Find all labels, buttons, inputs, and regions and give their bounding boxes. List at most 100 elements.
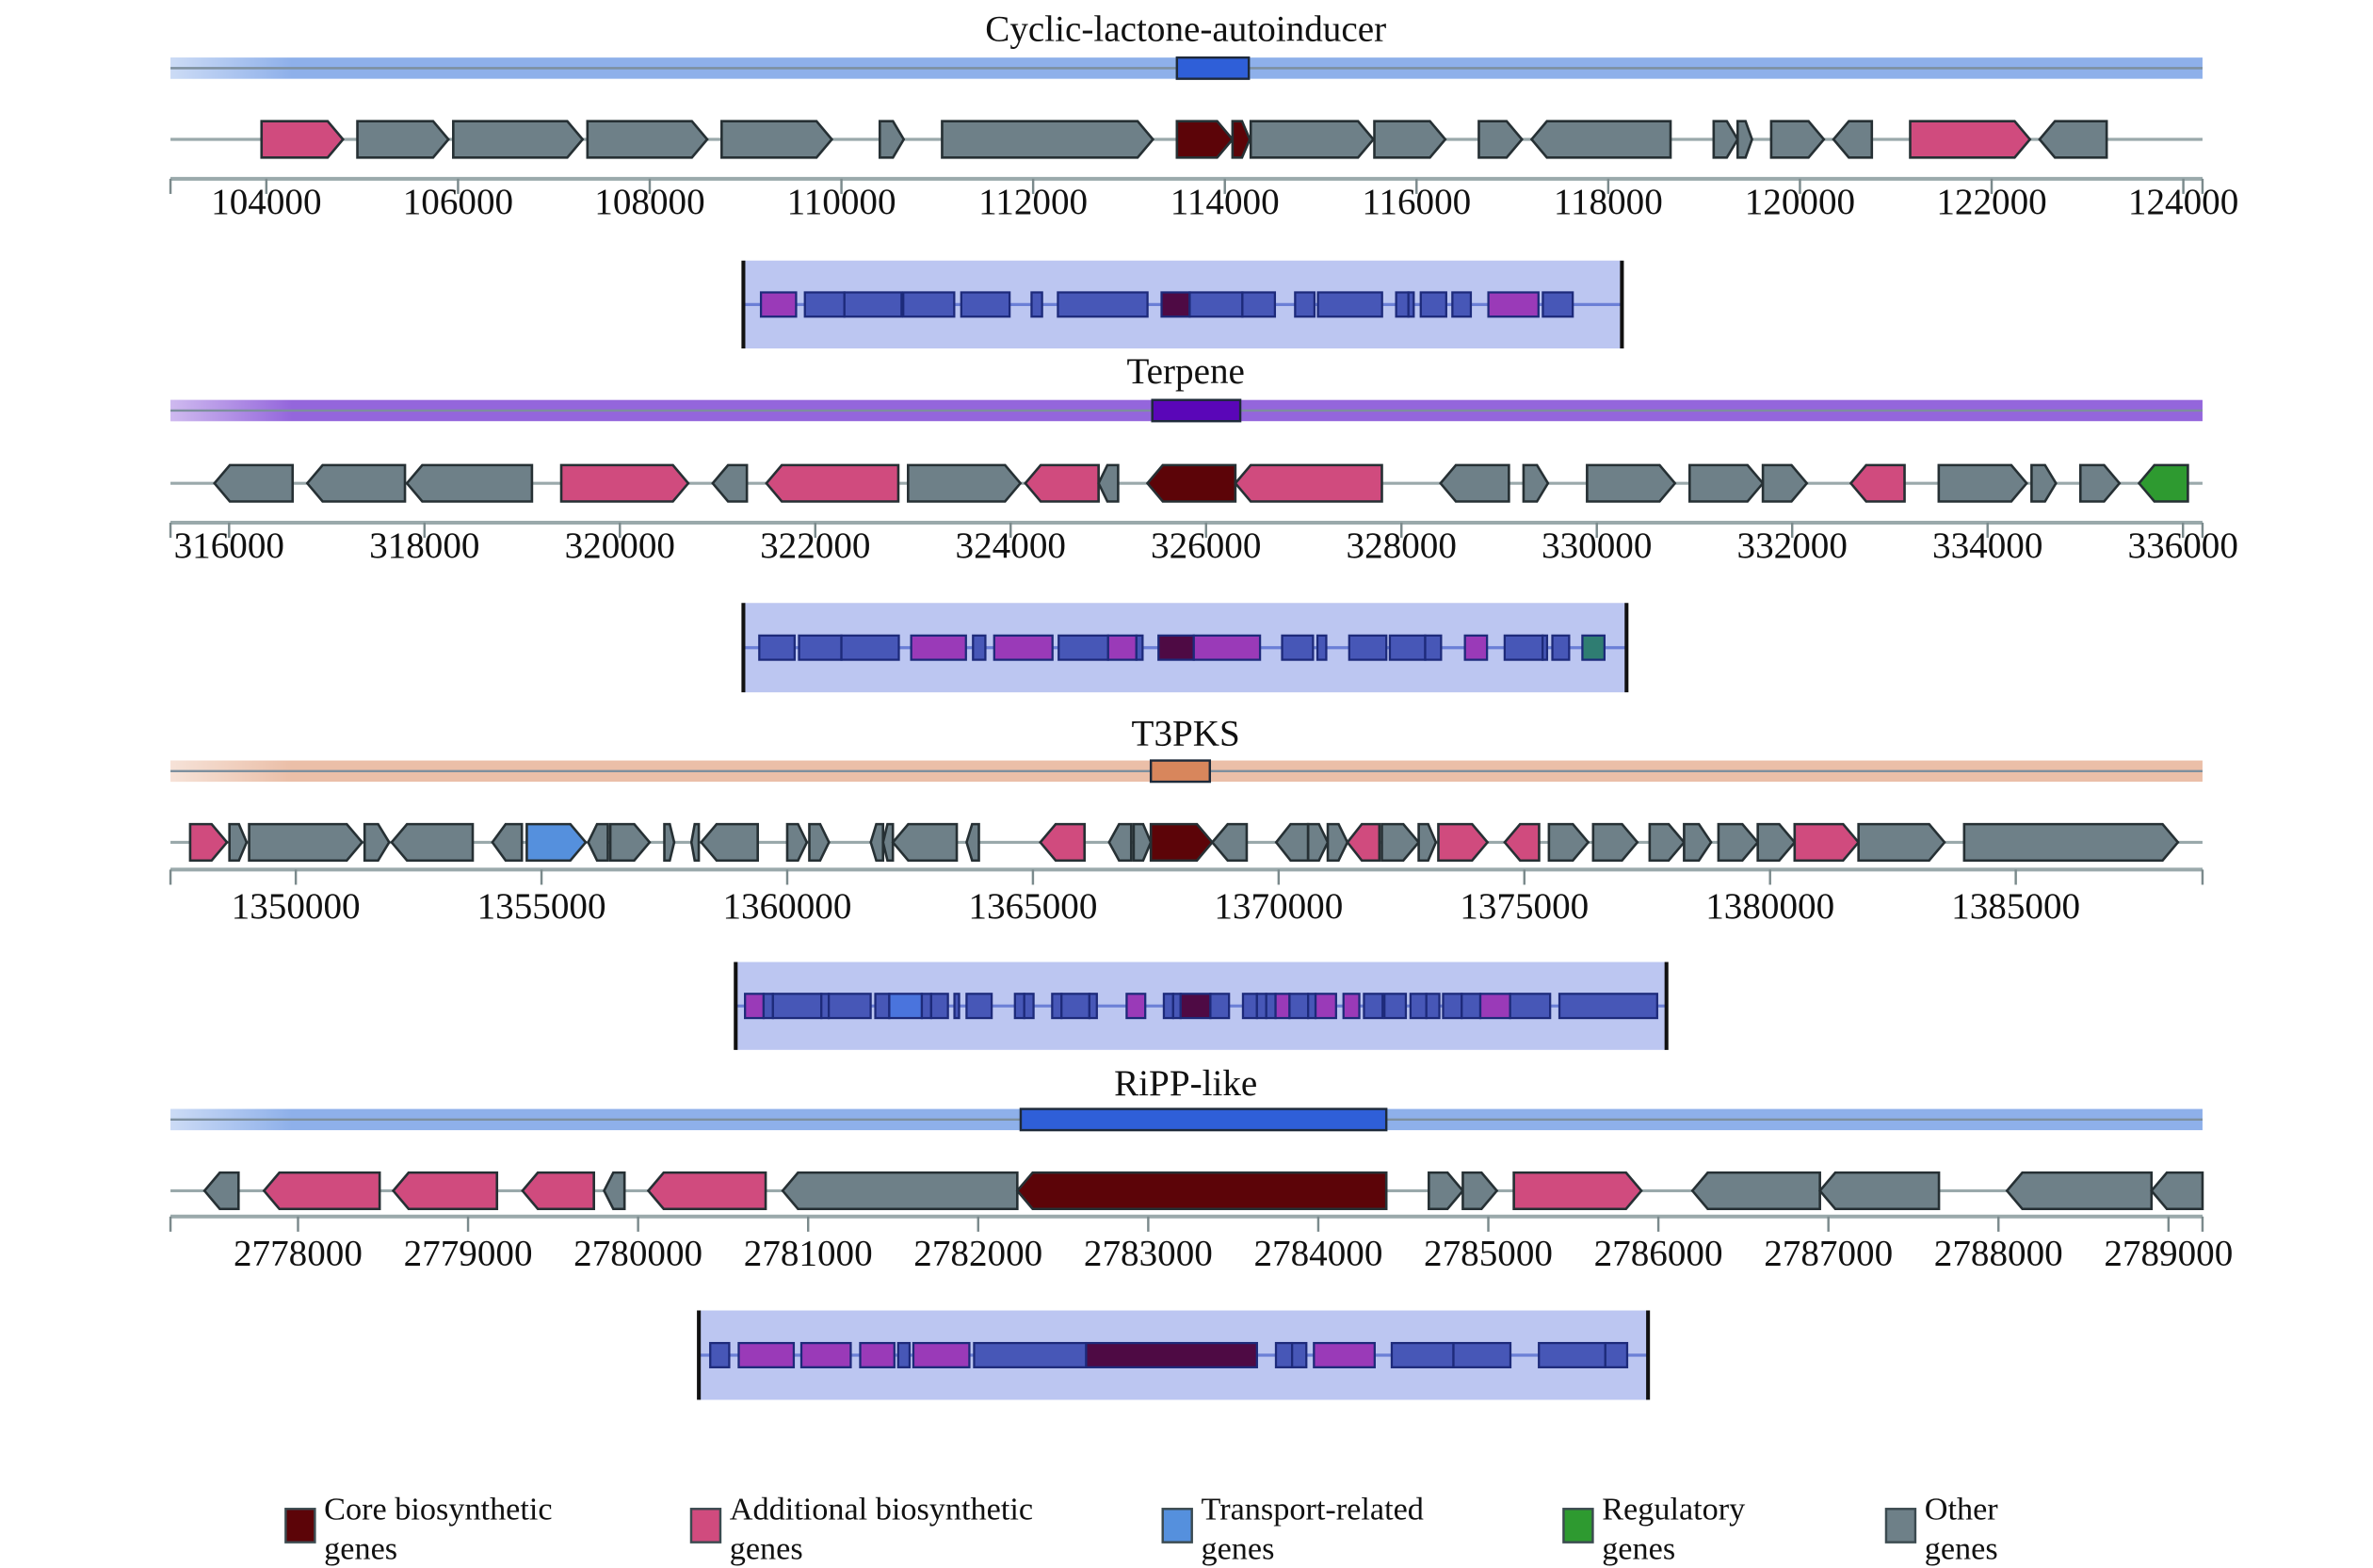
gene-arrow-other bbox=[405, 463, 534, 503]
legend-swatch-transport bbox=[1161, 1508, 1193, 1544]
minimap-gene-other bbox=[1188, 291, 1244, 318]
axis-tick-label: 122000 bbox=[1936, 182, 2046, 222]
gene-arrow-other bbox=[1477, 120, 1524, 159]
axis-tick-label: 2786000 bbox=[1594, 1233, 1723, 1273]
gene-arrow-core bbox=[1175, 120, 1235, 159]
gene-arrow-other bbox=[305, 463, 407, 503]
axis-tick-label: 104000 bbox=[211, 182, 321, 222]
axis-tick-label: 120000 bbox=[1745, 182, 1855, 222]
minimap-gene-other bbox=[709, 1341, 731, 1368]
gene-arrow-other bbox=[1962, 822, 2180, 863]
gene-arrow-other bbox=[1380, 822, 1421, 863]
minimap-gene-additional bbox=[910, 634, 967, 661]
legend-label-line2: genes bbox=[730, 1532, 803, 1567]
axis-tick-label: 1375000 bbox=[1460, 886, 1589, 927]
axis-tick-label: 320000 bbox=[565, 525, 675, 566]
axis-tick-label: 106000 bbox=[403, 182, 513, 222]
axis-tick-label: 336000 bbox=[2128, 525, 2238, 566]
gene-arrow-other bbox=[1756, 822, 1797, 863]
legend-label-line2: genes bbox=[1925, 1532, 1998, 1567]
minimap-gene-other bbox=[1509, 993, 1552, 1020]
minimap-gene-other bbox=[1051, 993, 1063, 1020]
gene-arrow-additional bbox=[765, 463, 900, 503]
minimap-gene-additional bbox=[1478, 993, 1511, 1020]
cluster-region-highlight bbox=[1175, 56, 1251, 80]
gene-arrow-other bbox=[1712, 120, 1739, 159]
minimap-gene-other bbox=[840, 634, 900, 661]
minimap-gene-other bbox=[1383, 993, 1408, 1020]
minimap-gene-other bbox=[1241, 291, 1277, 318]
axis-tick-label: 330000 bbox=[1542, 525, 1652, 566]
gene-arrow-other bbox=[2005, 1171, 2154, 1211]
minimap-gene-core bbox=[1160, 291, 1191, 318]
gene-arrow-other bbox=[390, 822, 475, 863]
gene-arrow-other bbox=[720, 120, 834, 159]
gene-arrow-other bbox=[1522, 463, 1550, 503]
minimap-gene-additional bbox=[737, 1341, 796, 1368]
axis-tick-label: 2779000 bbox=[404, 1233, 533, 1273]
minimap-gene-other bbox=[929, 993, 949, 1020]
gene-arrow-other bbox=[1769, 120, 1826, 159]
axis-tick-label: 1385000 bbox=[1951, 886, 2080, 927]
minimap-gene-core bbox=[1157, 634, 1195, 661]
gene-arrow-regulatory bbox=[2137, 463, 2189, 503]
gene-arrow-other bbox=[228, 822, 249, 863]
axis-tick-label: 108000 bbox=[594, 182, 704, 222]
gene-arrow-other bbox=[1648, 822, 1687, 863]
cluster-region-highlight bbox=[1151, 398, 1242, 423]
gene-arrow-additional bbox=[262, 1171, 381, 1211]
minimap-gene-other bbox=[1057, 291, 1149, 318]
gene-arrow-other bbox=[1210, 822, 1249, 863]
gene-arrow-other bbox=[2030, 463, 2058, 503]
gene-arrow-other bbox=[785, 822, 809, 863]
axis-tick-label: 2789000 bbox=[2104, 1233, 2233, 1273]
legend-label-line1: Core biosynthetic bbox=[324, 1493, 552, 1528]
minimap-gene-other bbox=[1388, 634, 1427, 661]
minimap-gene-other bbox=[1290, 1341, 1308, 1368]
minimap-gene-additional bbox=[1125, 993, 1147, 1020]
minimap-gene-other bbox=[1395, 291, 1410, 318]
minimap-gene-other bbox=[803, 291, 846, 318]
gene-arrow-other bbox=[603, 1171, 626, 1211]
gene-arrow-other bbox=[248, 822, 364, 863]
gene-arrow-other bbox=[1735, 120, 1753, 159]
gene-arrow-other bbox=[1326, 822, 1349, 863]
minimap-gene-additional bbox=[799, 1341, 852, 1368]
gene-arrow-additional bbox=[1512, 1171, 1643, 1211]
minimap-gene-other bbox=[1503, 634, 1544, 661]
minimap-gene-other bbox=[1409, 993, 1428, 1020]
minimap-gene-regulatory bbox=[1581, 634, 1606, 661]
minimap-gene-other bbox=[1294, 291, 1316, 318]
axis-tick-label: 114000 bbox=[1170, 182, 1280, 222]
axis-tick-label: 2780000 bbox=[573, 1233, 702, 1273]
minimap-gene-other bbox=[1316, 634, 1328, 661]
minimap-gene-other bbox=[920, 993, 932, 1020]
gene-arrow-other bbox=[363, 822, 391, 863]
gene-arrow-other bbox=[1306, 822, 1330, 863]
minimap-gene-additional bbox=[1274, 993, 1291, 1020]
minimap-gene-additional bbox=[1487, 291, 1540, 318]
legend-label-line1: Additional biosynthetic bbox=[730, 1493, 1033, 1528]
gene-arrow-other bbox=[1417, 822, 1438, 863]
gene-arrow-additional bbox=[1024, 463, 1100, 503]
axis-tick-label: 328000 bbox=[1347, 525, 1457, 566]
axis-tick-label: 2788000 bbox=[1934, 1233, 2063, 1273]
minimap-gene-other bbox=[972, 634, 987, 661]
minimap-gene-other bbox=[843, 291, 903, 318]
gene-arrow-additional bbox=[559, 463, 690, 503]
axis-tick-label: 2783000 bbox=[1084, 1233, 1213, 1273]
legend-label-line2: genes bbox=[1602, 1532, 1675, 1567]
gene-arrow-other bbox=[2078, 463, 2122, 503]
axis-tick-label: 318000 bbox=[369, 525, 479, 566]
gene-arrow-additional bbox=[1909, 120, 2032, 159]
legend-item-additional: Additional biosynthetic genes bbox=[689, 1493, 1033, 1567]
minimap-gene-other bbox=[1604, 1341, 1629, 1368]
gene-arrow-additional bbox=[521, 1171, 595, 1211]
gene-arrow-additional bbox=[1346, 822, 1381, 863]
gene-arrow-other bbox=[586, 120, 709, 159]
gene-arrow-other bbox=[1857, 822, 1946, 863]
gene-arrow-other bbox=[1591, 822, 1639, 863]
minimap-gene-other bbox=[960, 291, 1011, 318]
